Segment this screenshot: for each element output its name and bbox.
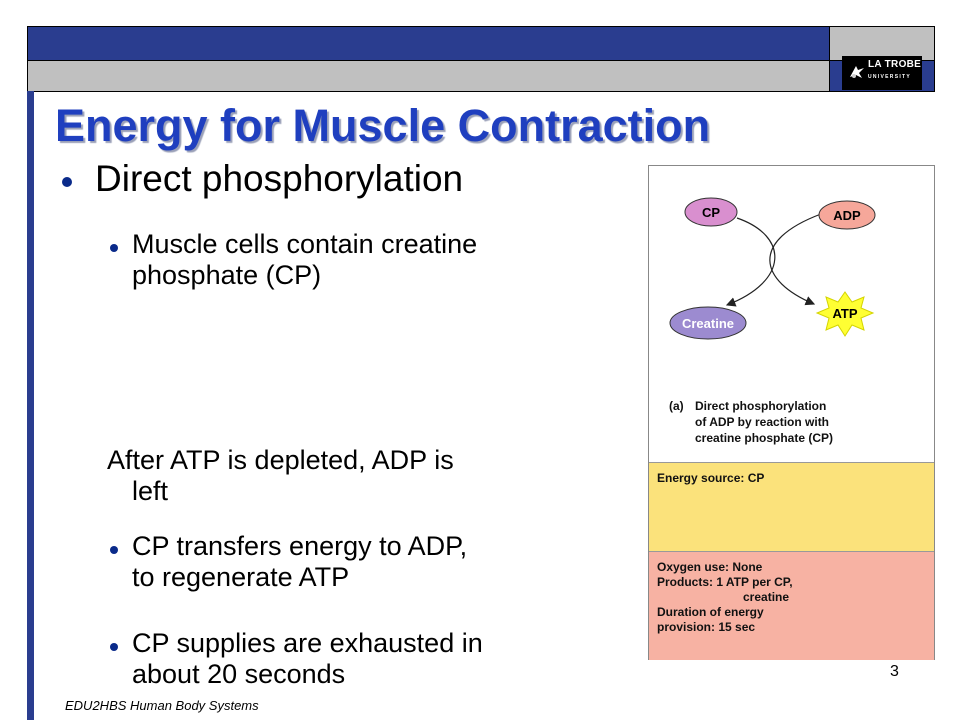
- phosphorylation-figure: CP ADP Creatine ATP (a)Direct phosphoryl…: [648, 165, 935, 660]
- creatine-label: Creatine: [682, 316, 734, 331]
- logo-subtitle: UNIVERSITY: [868, 74, 912, 80]
- header-corner-gray: [829, 26, 935, 61]
- oxygen-use-panel: Oxygen use: None Products: 1 ATP per CP,…: [649, 551, 934, 660]
- products-text: Products: 1 ATP per CP,: [657, 575, 793, 589]
- creatine-arrow: [725, 217, 776, 307]
- duration-text: Duration of energy: [657, 605, 764, 619]
- figure-diagram-panel: CP ADP Creatine ATP (a)Direct phosphoryl…: [649, 166, 934, 462]
- creatine-node: [669, 306, 747, 340]
- atp-arrow: [769, 213, 822, 306]
- bullet-cp-transfers: CP transfers energy to ADP,to regenerate…: [132, 531, 468, 592]
- products-cont-text: creatine: [743, 590, 790, 604]
- header-bar-blue: [27, 26, 830, 61]
- caption-tag: (a): [669, 399, 684, 413]
- energy-source-text: Energy source: CP: [657, 471, 765, 485]
- bullet-dot-icon: [110, 546, 118, 554]
- cp-label: CP: [702, 205, 720, 220]
- bullet-dot-icon: [110, 244, 118, 252]
- left-rule: [27, 91, 34, 720]
- reaction-diagram: CP ADP Creatine ATP: [669, 197, 876, 340]
- logo-emblem-icon: [850, 66, 864, 78]
- university-logo: LA TROBE UNIVERSITY: [842, 56, 922, 90]
- oxygen-use-text: Oxygen use: None: [657, 560, 763, 574]
- atp-label: ATP: [832, 306, 857, 321]
- logo-name: LA TROBE: [868, 59, 922, 70]
- bullet-dot-icon: [110, 643, 118, 651]
- duration-cont-text: provision: 15 sec: [657, 620, 756, 634]
- footer-course-label: EDU2HBS Human Body Systems: [65, 698, 259, 713]
- bullet-dot-icon: [62, 177, 72, 187]
- energy-source-panel: Energy source: CP: [649, 462, 934, 551]
- adp-node: [818, 200, 876, 230]
- adp-label: ADP: [833, 208, 861, 223]
- atp-starburst: [815, 291, 875, 337]
- slide-number: 3: [890, 663, 899, 680]
- cp-node: [684, 197, 738, 227]
- header-bar-gray: [27, 60, 830, 92]
- bullet-level1: Direct phosphorylation: [95, 158, 464, 199]
- slide-title: Energy for Muscle Contraction: [55, 100, 711, 151]
